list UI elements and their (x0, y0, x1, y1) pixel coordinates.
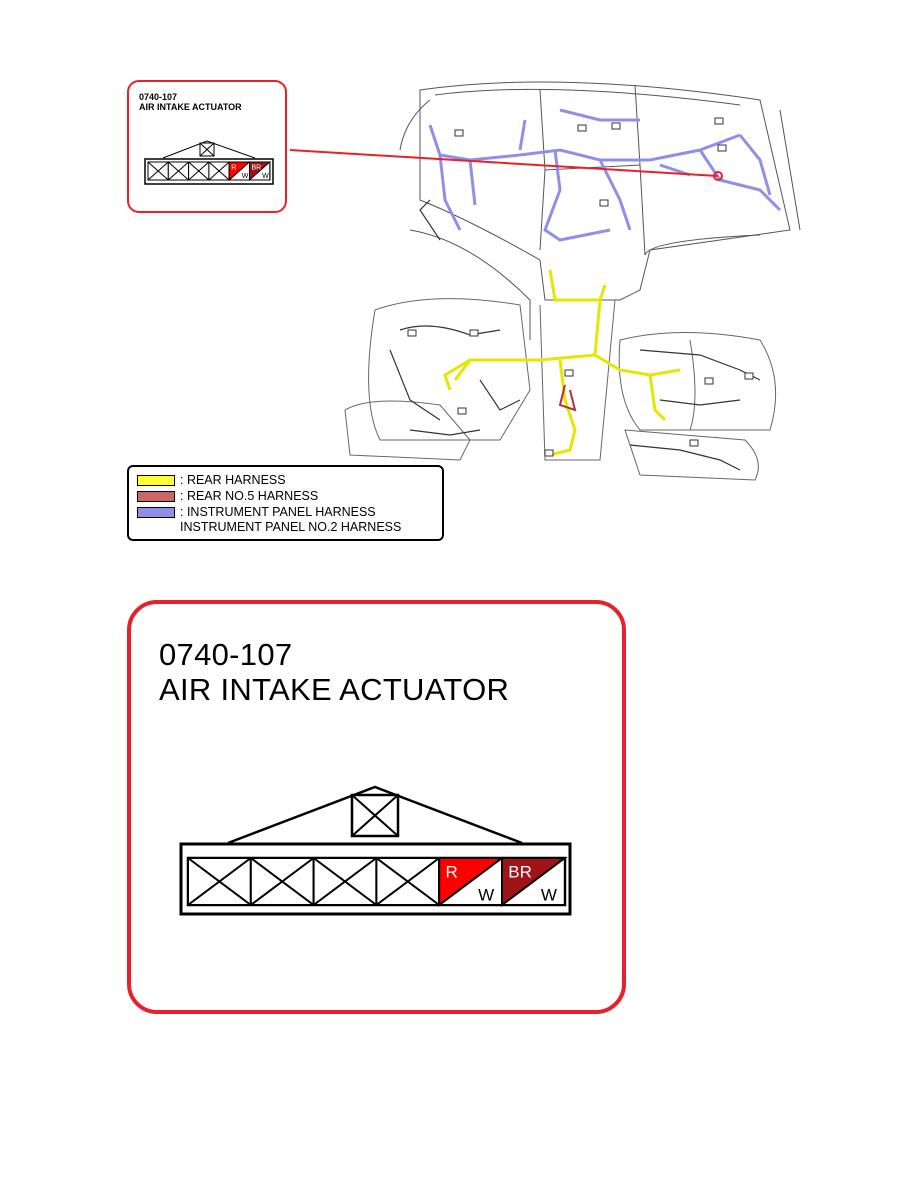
legend-item-rear-harness: : REAR HARNESS (137, 473, 286, 487)
wire-stripe-code: W (541, 885, 557, 904)
cavity-cross (188, 161, 210, 181)
small-connector-code: 0740-107 (139, 92, 178, 102)
legend-swatch-rear-no5-harness (137, 490, 175, 502)
wire-color-code: R (231, 165, 236, 172)
connector-cavity (187, 857, 252, 906)
floor-outline (344, 298, 777, 481)
legend-swatch-instrument-panel-harness (137, 506, 175, 518)
wire-color-code: R (445, 863, 457, 882)
legend-label: INSTRUMENT PANEL NO.2 HARNESS (180, 520, 402, 534)
wire-color-fill (438, 857, 506, 907)
large-connector-code: 0740-107 (159, 637, 293, 672)
large-callout-box: 0740-107 AIR INTAKE ACTUATOR (127, 600, 626, 1014)
wire-color-code: BR (252, 165, 262, 172)
connector-cavity (249, 857, 315, 906)
wire-color-fill (501, 857, 568, 907)
legend-label: : REAR NO.5 HARNESS (180, 489, 319, 503)
connector-cavity (375, 857, 441, 906)
rear-no5-harness (558, 384, 577, 412)
rear-harness (443, 269, 681, 457)
callout-leader-line (289, 149, 719, 177)
cavity-cross (167, 161, 189, 181)
wire-color-fill (249, 161, 272, 182)
legend-item-instrument-panel-harness: : INSTRUMENT PANEL HARNESS (137, 505, 376, 519)
legend-swatch-rear-harness (137, 474, 175, 486)
connector-cavity: BRW (249, 161, 272, 182)
instrument-panel-harness (428, 108, 782, 242)
cavity-cross (250, 857, 315, 906)
wire-stripe-code: W (262, 173, 269, 180)
small-connector-name: AIR INTAKE ACTUATOR (139, 102, 242, 112)
connector-cavity: RW (438, 857, 506, 907)
large-connector-name: AIR INTAKE ACTUATOR (159, 672, 510, 707)
connector-cavity (167, 161, 190, 181)
cavity-cross (187, 857, 252, 906)
connector-cavity: BR W (501, 857, 568, 907)
small-callout-box: 0740-107 AIR INTAKE ACTUATOR (127, 80, 287, 213)
cavity-cross (208, 161, 230, 181)
legend-label: : REAR HARNESS (180, 473, 286, 487)
cavity-cross (313, 857, 377, 906)
other-wiring (389, 199, 761, 471)
cavity-cross (147, 161, 169, 181)
harness-legend: : REAR HARNESS : REAR NO.5 HARNESS : INS… (127, 465, 444, 541)
connector-cavity (147, 161, 169, 181)
actuator-location-marker (713, 171, 723, 181)
connector-cavity (188, 161, 210, 181)
connector-markers (407, 117, 754, 457)
legend-item-instrument-panel-no2-harness: INSTRUMENT PANEL NO.2 HARNESS (180, 520, 401, 534)
legend-label: : INSTRUMENT PANEL HARNESS (180, 505, 376, 519)
wire-color-code: BR (508, 863, 532, 882)
cavity-cross (375, 857, 440, 906)
connector-cavity: RW (228, 161, 251, 182)
wire-stripe-code: W (478, 885, 494, 904)
wire-color-fill (228, 161, 251, 182)
legend-item-rear-no5-harness: : REAR NO.5 HARNESS (137, 489, 318, 503)
wire-stripe-code: W (242, 173, 249, 180)
